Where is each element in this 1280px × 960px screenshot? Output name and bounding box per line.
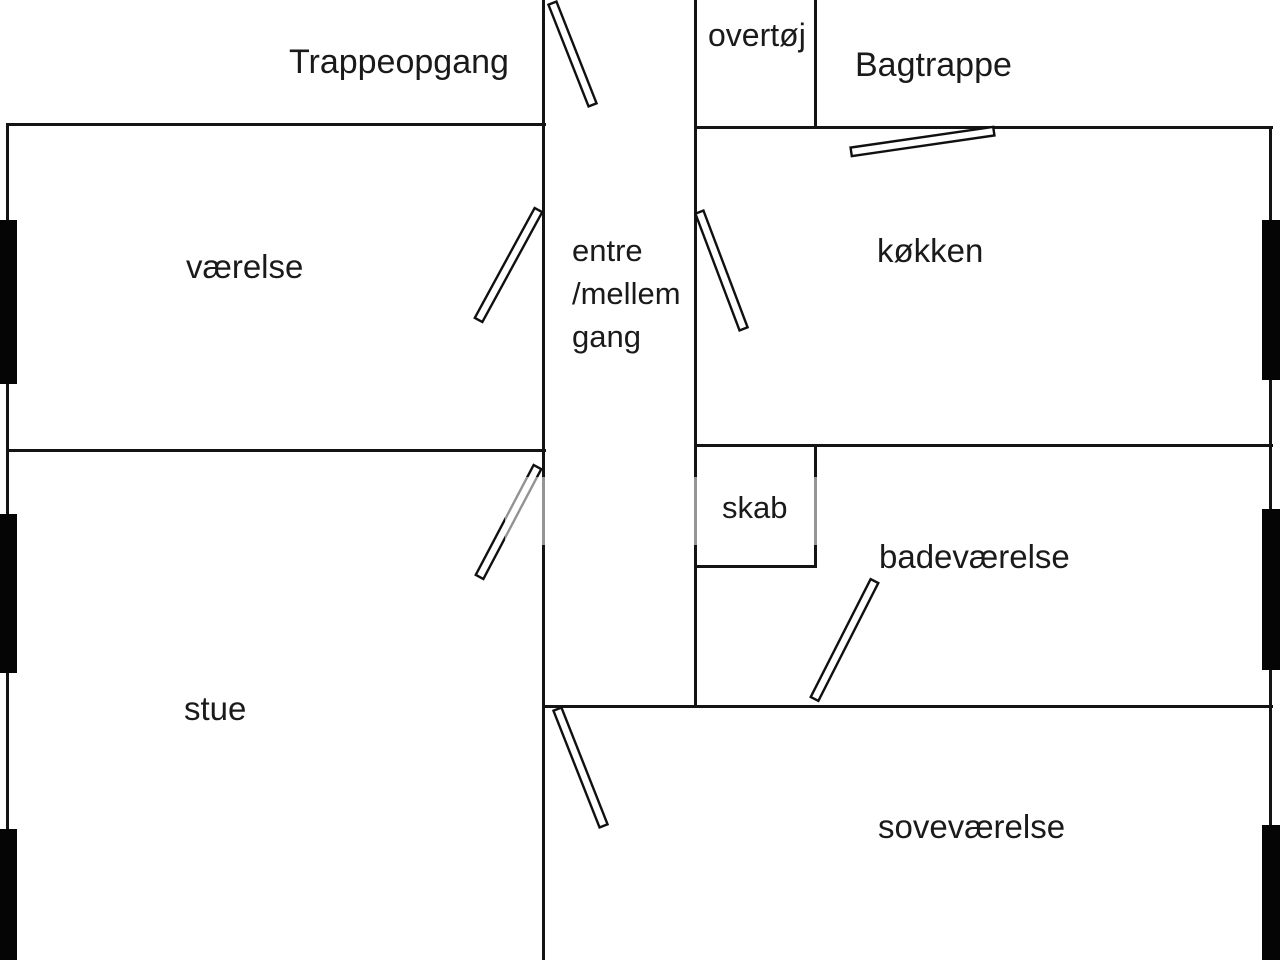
room-label-line: soveværelse (878, 808, 1066, 845)
sovevaerelse-top-wall (542, 705, 1273, 708)
room-label-line: /mellem (572, 276, 681, 311)
stue-window-lower-marker (0, 829, 17, 960)
skab-bottom-wall (694, 565, 817, 568)
room-label-line: køkken (877, 232, 984, 269)
room-label-bagtrappe: Bagtrappe (855, 45, 1012, 85)
koekken-door-leaf-core (696, 212, 747, 329)
sovevaerelse-window-marker (1262, 825, 1280, 960)
room-label-overtoj: overtøj (708, 16, 806, 54)
room-label-line: overtøj (708, 17, 806, 53)
room-label-koekken: køkken (877, 231, 983, 270)
room-label-stue: stue (184, 689, 246, 728)
watermark-band (505, 477, 850, 545)
room-label-trappeopgang: Trappeopgang (289, 42, 509, 82)
room-label-line: Bagtrappe (855, 46, 1012, 84)
vaerelse-stue-wall (6, 449, 546, 452)
stue-window-upper-marker (0, 514, 17, 673)
room-label-skab: skab (722, 489, 787, 526)
room-label-sovevaerelse: soveværelse (878, 807, 1065, 846)
koekken-bottom-wall (694, 444, 1273, 447)
room-label-line: entre (572, 233, 643, 268)
room-label-vaerelse: værelse (186, 247, 303, 286)
badevaerelse-window-marker (1262, 509, 1280, 670)
room-label-line: skab (722, 490, 788, 525)
entry-door-leaf-core (549, 3, 596, 105)
vaerelse-top-wall (6, 123, 546, 126)
koekken-back-door-leaf-core (851, 128, 994, 155)
room-label-entre-mellemgang: entre/mellem gang (572, 229, 681, 358)
room-label-line: stue (184, 690, 247, 727)
room-label-badevaerelse: badeværelse (879, 537, 1070, 576)
room-label-line: værelse (186, 248, 304, 285)
overtoj-right-wall (814, 0, 817, 129)
vaerelse-window-marker (0, 220, 17, 384)
room-label-line: gang (572, 319, 641, 354)
sovevaerelse-door-leaf-core (554, 709, 607, 826)
room-label-line: badeværelse (879, 538, 1070, 575)
room-label-line: Trappeopgang (289, 43, 509, 81)
koekken-window-marker (1262, 220, 1280, 380)
badevaerelse-door-leaf-core (812, 580, 877, 700)
vaerelse-door-leaf-core (476, 209, 541, 321)
corridor-right-wall (694, 0, 697, 708)
